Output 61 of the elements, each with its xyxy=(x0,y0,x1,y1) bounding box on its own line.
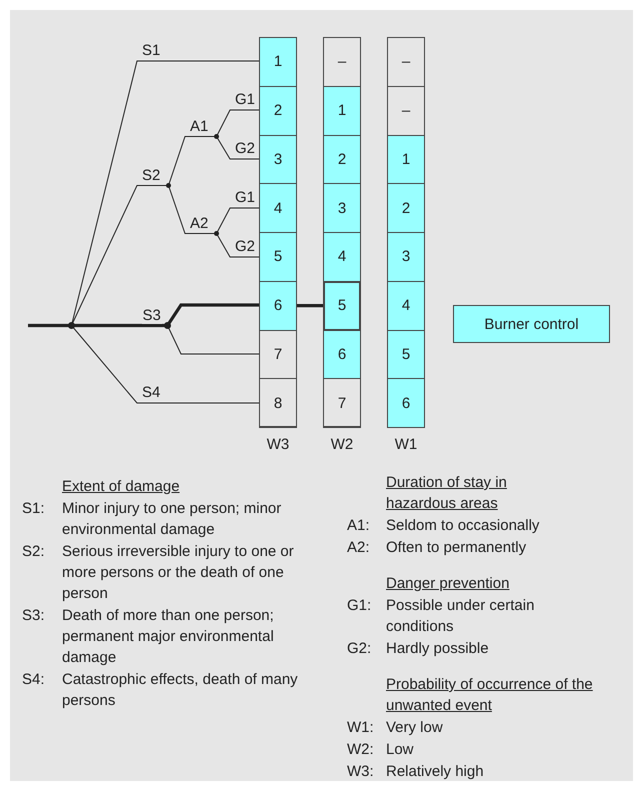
branch-line xyxy=(216,110,260,137)
section-heading: Extent of damage xyxy=(62,477,180,497)
key-label: S2: xyxy=(22,542,46,562)
description-text: Seldom to occasionally xyxy=(386,516,540,536)
branch-point xyxy=(214,134,219,139)
risk-level-cell: 1 xyxy=(323,86,361,136)
edge-label: S2 xyxy=(141,168,162,184)
section-heading: Duration of stay in hazardous areas xyxy=(386,473,508,514)
column-label: W3 xyxy=(266,437,290,453)
key-label: G1: xyxy=(347,596,372,616)
branch-line xyxy=(71,325,260,404)
key-label: W2: xyxy=(347,740,375,760)
description-text: Minor injury to one person; minor environmental damage xyxy=(62,499,282,540)
risk-level-cell: 4 xyxy=(323,232,361,282)
risk-level-cell: 1 xyxy=(259,37,297,87)
risk-level-cell: 6 xyxy=(323,330,361,380)
description-text: Relatively high xyxy=(386,762,485,782)
risk-level-cell: 6 xyxy=(387,378,425,428)
key-label: S3: xyxy=(22,606,46,626)
branch-line xyxy=(168,136,217,186)
description-text: Hardly possible xyxy=(386,639,490,659)
risk-level-cell: 2 xyxy=(259,86,297,136)
branch-line xyxy=(216,136,260,160)
key-label: W3: xyxy=(347,762,375,782)
branch-line xyxy=(297,304,323,308)
key-label: S4: xyxy=(22,670,46,690)
branch-point xyxy=(214,231,219,236)
branch-point xyxy=(166,183,171,188)
risk-level-cell: 3 xyxy=(323,183,361,233)
risk-level-cell: 6 xyxy=(259,280,297,330)
risk-level-cell: 5 xyxy=(259,232,297,282)
key-label: S1: xyxy=(22,499,46,519)
description-text: Often to permanently xyxy=(386,538,528,558)
section-heading: Danger prevention xyxy=(386,574,510,594)
branch-line xyxy=(168,185,217,234)
key-label: A2: xyxy=(347,538,371,558)
column-label: W2 xyxy=(330,437,354,453)
key-label: A1: xyxy=(347,516,371,536)
risk-level-cell: 1 xyxy=(387,134,425,184)
process-box: Burner control xyxy=(453,305,610,343)
risk-level-cell: 2 xyxy=(387,183,425,233)
description-text: Possible under certain conditions xyxy=(386,596,536,637)
risk-level-cell: 3 xyxy=(387,232,425,282)
description-text: Serious irreversible injury to one or more persons or the death of one person xyxy=(62,542,295,604)
description-text: Very low xyxy=(386,718,444,738)
column-label: W1 xyxy=(394,437,418,453)
description-text: Death of more than one person; permanent major environmental damage xyxy=(62,606,275,668)
risk-level-cell: 5 xyxy=(387,330,425,380)
branch-line xyxy=(216,208,260,234)
key-label: W1: xyxy=(347,718,375,738)
branch-line xyxy=(216,233,260,258)
description-text: Catastrophic effects, death of many persons xyxy=(62,670,299,711)
section-heading: Probability of occurrence of the unwanted event xyxy=(386,675,594,716)
risk-level-cell: 4 xyxy=(387,280,425,330)
description-text: Low xyxy=(386,740,415,760)
risk-level-cell: 2 xyxy=(323,134,361,184)
risk-level-cell: 5 xyxy=(323,280,361,330)
key-label: G2: xyxy=(347,639,372,659)
branch-line xyxy=(166,303,259,326)
risk-level-cell: 3 xyxy=(259,134,297,184)
risk-level-cell: 4 xyxy=(259,183,297,233)
